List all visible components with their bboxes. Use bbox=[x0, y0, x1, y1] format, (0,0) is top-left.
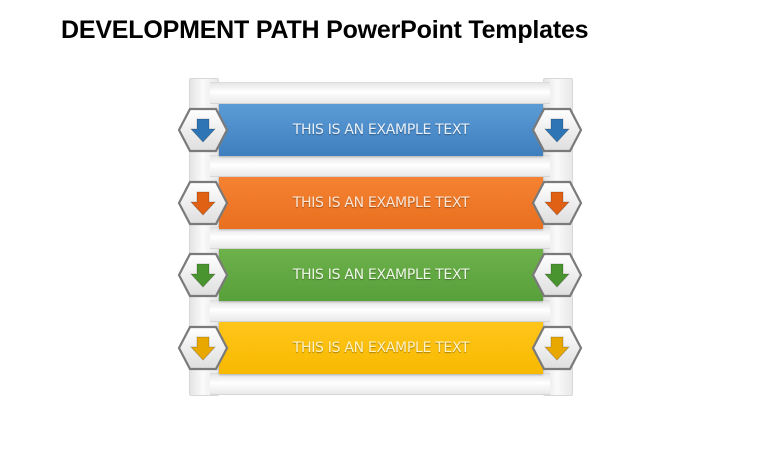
step-label: THIS IS AN EXAMPLE TEXT bbox=[292, 122, 470, 138]
arrow-down-icon bbox=[177, 252, 229, 298]
hex-badge bbox=[177, 107, 229, 153]
step-label: THIS IS AN EXAMPLE TEXT bbox=[292, 340, 470, 356]
hex-badge bbox=[531, 180, 583, 226]
arrow-down-icon bbox=[531, 180, 583, 226]
rail bbox=[210, 300, 550, 322]
arrow-down-icon bbox=[177, 107, 229, 153]
path-step-band: THIS IS AN EXAMPLE TEXT bbox=[219, 249, 543, 301]
rail bbox=[210, 373, 550, 395]
step-label: THIS IS AN EXAMPLE TEXT bbox=[292, 267, 470, 283]
rail bbox=[210, 227, 550, 249]
rail bbox=[210, 155, 550, 177]
arrow-down-icon bbox=[531, 107, 583, 153]
path-step-band: THIS IS AN EXAMPLE TEXT bbox=[219, 322, 543, 374]
hex-badge bbox=[531, 107, 583, 153]
slide-title: DEVELOPMENT PATH PowerPoint Templates bbox=[61, 16, 589, 44]
path-step-band: THIS IS AN EXAMPLE TEXT bbox=[219, 104, 543, 156]
hex-badge bbox=[177, 325, 229, 371]
arrow-down-icon bbox=[177, 180, 229, 226]
hex-badge bbox=[531, 252, 583, 298]
hex-badge bbox=[177, 180, 229, 226]
rail bbox=[210, 82, 550, 104]
step-label: THIS IS AN EXAMPLE TEXT bbox=[292, 195, 470, 211]
hex-badge bbox=[177, 252, 229, 298]
arrow-down-icon bbox=[531, 325, 583, 371]
arrow-down-icon bbox=[531, 252, 583, 298]
hex-badge bbox=[531, 325, 583, 371]
arrow-down-icon bbox=[177, 325, 229, 371]
path-step-band: THIS IS AN EXAMPLE TEXT bbox=[219, 177, 543, 229]
